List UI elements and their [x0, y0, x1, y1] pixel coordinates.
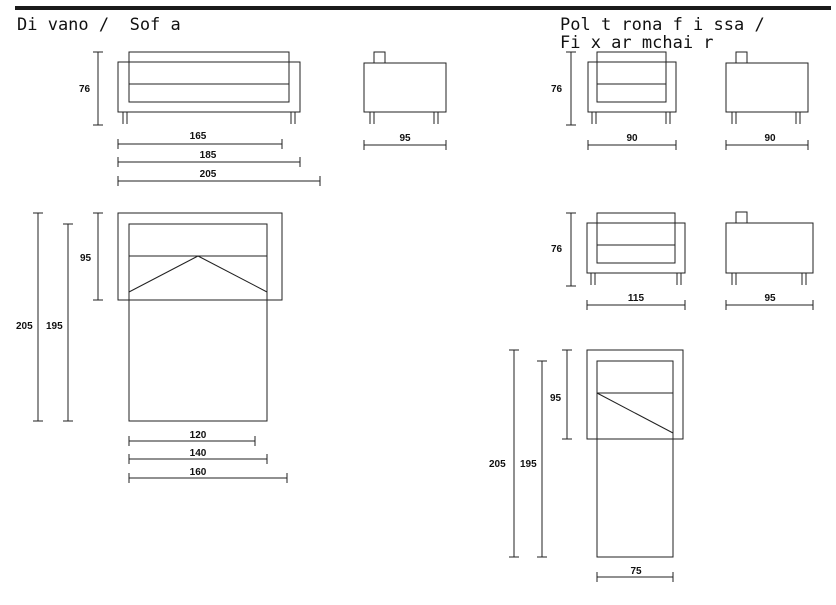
armchair-small-side-view [725, 51, 809, 124]
armchair-large-depth-dimension: 95 [725, 293, 814, 310]
sofa-bed-width-dimensions: 120 140 160 [128, 430, 288, 483]
top-rule [15, 6, 831, 10]
armchair-small-front-view [587, 51, 677, 124]
armchair-large-front-view [586, 212, 686, 285]
armchair-large-width-dimension: 115 [586, 293, 686, 310]
sofa-title: Di vano / Sof a [17, 15, 181, 35]
sofa-height-dimension: 76 [79, 51, 103, 126]
sofa-bed-vertical-dimensions: 95 205 195 [16, 212, 103, 422]
sofa-depth-dimension: 95 [363, 133, 447, 150]
armchair-small-depth-label: 90 [764, 133, 776, 144]
sofa-bed-width-label-3: 160 [190, 467, 207, 478]
armchair-large-depth-label: 95 [764, 293, 776, 304]
armchair-large-height-dimension: 76 [551, 212, 576, 287]
armchair-small-width-label: 90 [626, 133, 638, 144]
armchair-bed-vertical-dimensions: 95 205 195 [489, 349, 572, 558]
sofa-bed-width-label-2: 140 [190, 448, 207, 459]
armchair-large-height-label: 76 [551, 244, 563, 255]
armchair-bed-width-label: 75 [630, 566, 642, 577]
armchair-bed-seat-depth-label: 95 [550, 393, 562, 404]
armchair-title: Pol t rona f i ssa / Fi x ar mchai r [560, 15, 786, 53]
sofa-width-dimensions: 165 185 205 [117, 131, 321, 186]
sofa-height-label: 76 [79, 84, 91, 95]
armchair-bed-mattress-length-label: 195 [520, 459, 537, 470]
sofa-bed-seat-depth-label: 95 [80, 253, 92, 264]
armchair-small-width-dimension: 90 [587, 133, 677, 150]
armchair-small-depth-dimension: 90 [725, 133, 809, 150]
sofa-width-label-3: 205 [200, 169, 217, 180]
armchair-bed-width-dimension: 75 [596, 566, 674, 582]
sofa-depth-label: 95 [399, 133, 411, 144]
armchair-bed-total-length-label: 205 [489, 459, 506, 470]
sofa-width-label-2: 185 [200, 150, 217, 161]
sofa-bed-mattress-length-label: 195 [46, 321, 63, 332]
armchair-large-width-label: 115 [628, 293, 645, 304]
sofa-bed-plan [117, 212, 283, 422]
sofa-bed-width-label-1: 120 [190, 430, 207, 441]
armchair-bed-plan [586, 349, 684, 558]
sofa-front-view [117, 51, 301, 124]
armchair-small-height-label: 76 [551, 84, 563, 95]
sofa-width-label-1: 165 [190, 131, 207, 142]
sofa-side-view [363, 51, 447, 124]
armchair-large-side-view [725, 211, 814, 285]
sofa-bed-total-length-label: 205 [16, 321, 33, 332]
armchair-small-height-dimension: 76 [551, 51, 576, 126]
